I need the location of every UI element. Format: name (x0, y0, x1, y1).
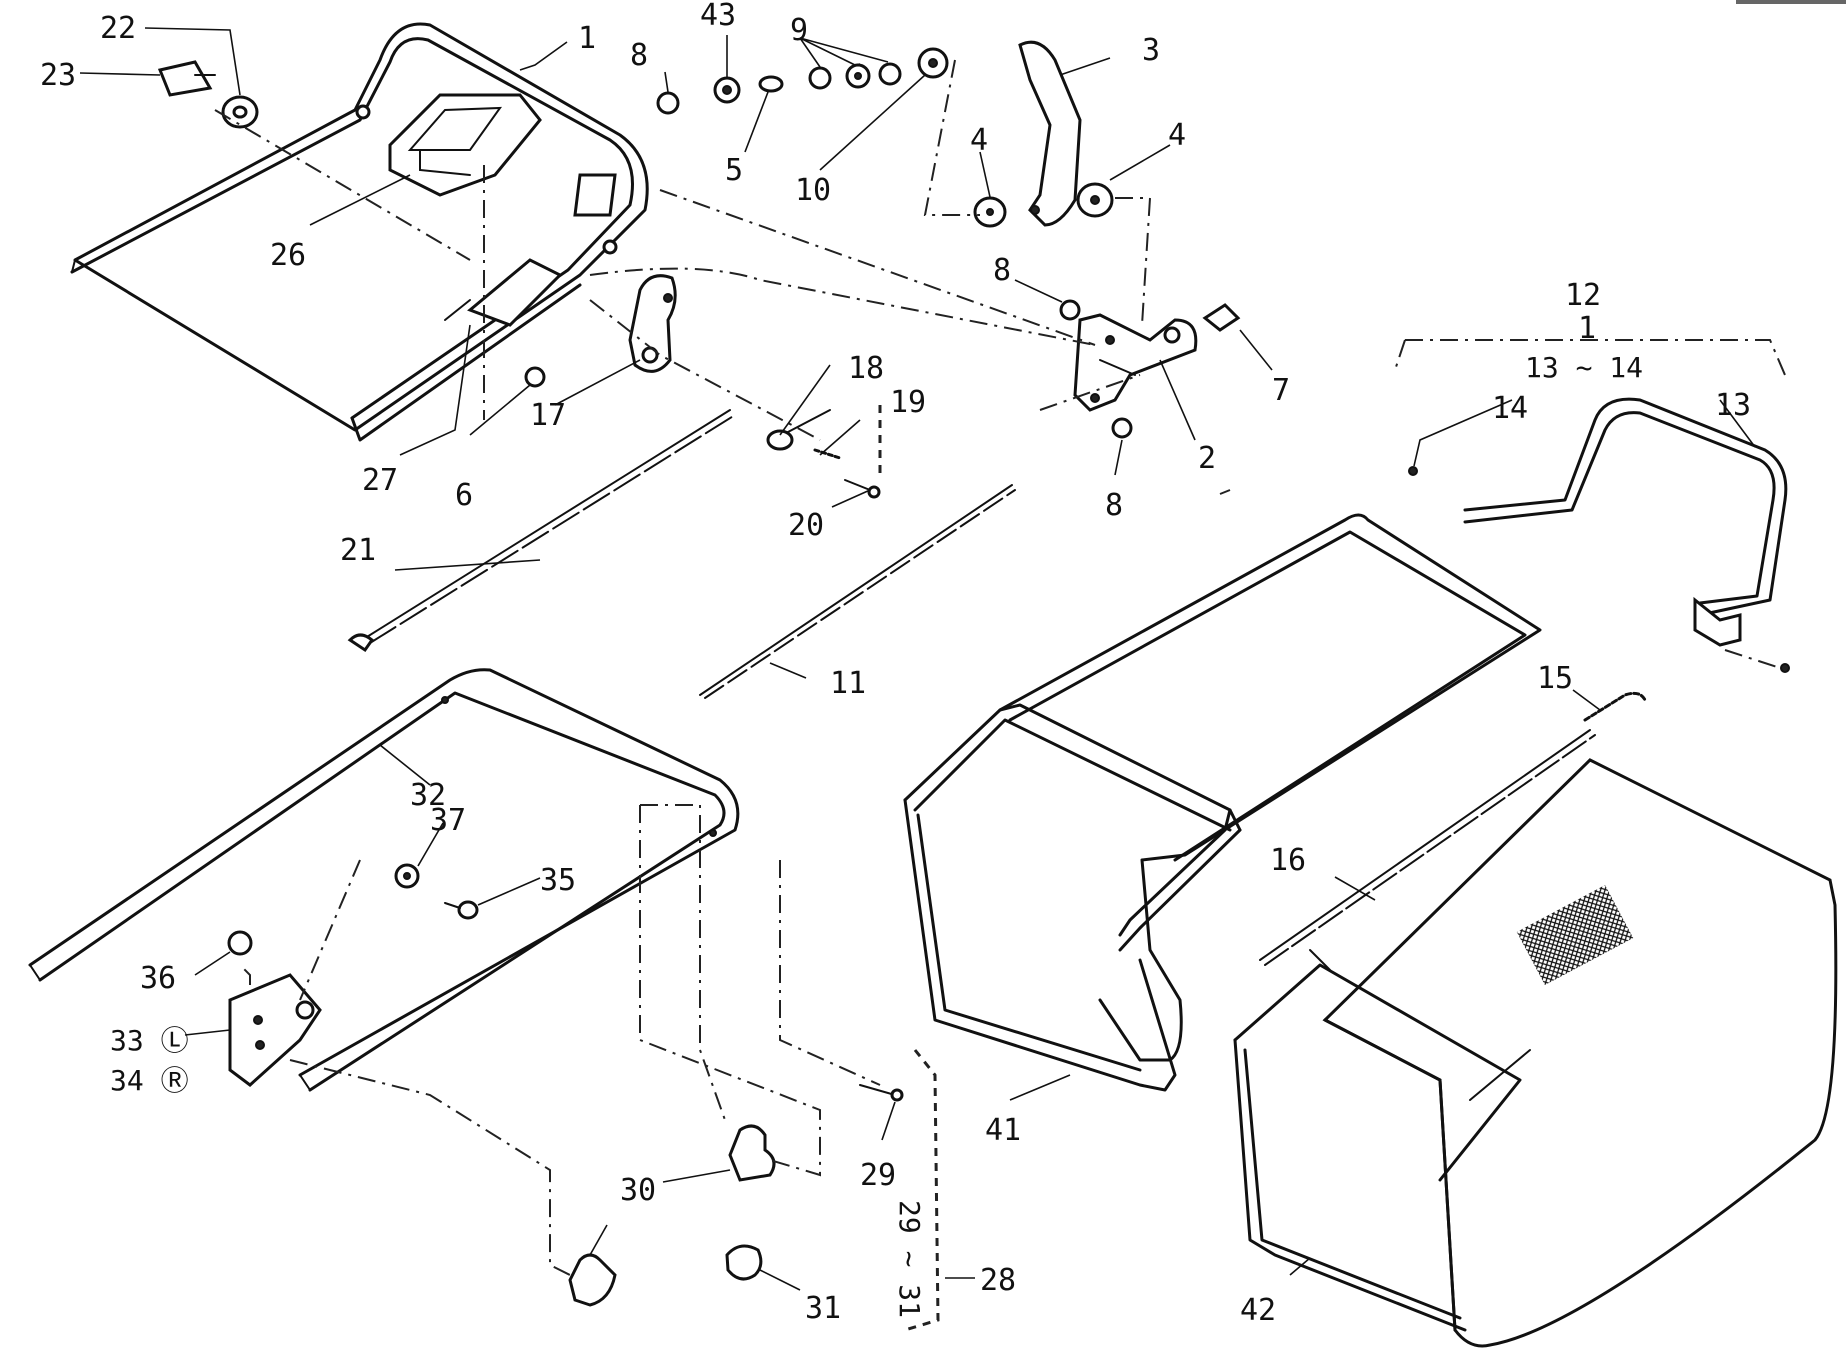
callout-7: 7 (1272, 373, 1290, 408)
callout-9: 9 (790, 13, 808, 48)
callout-10: 10 (795, 173, 831, 208)
bracket-part-2 (1073, 313, 1198, 412)
callout-8-top: 8 (630, 38, 648, 73)
bail-bracket (444, 173, 617, 327)
callout-18: 18 (848, 351, 884, 386)
leader-lines (79, 27, 1756, 1291)
callout-36: 36 (140, 961, 176, 996)
washer-37 (394, 863, 420, 889)
callout-42: 42 (1240, 1293, 1276, 1328)
cable-11 (699, 484, 1016, 699)
bag-handle-13 (1463, 397, 1788, 647)
knob-30-upper (728, 1124, 776, 1182)
callout-22: 22 (100, 11, 136, 46)
callout-33-left: 33 Ⓛ (110, 1024, 189, 1057)
callout-35: 35 (540, 863, 576, 898)
bolt-36 (227, 930, 253, 956)
callout-8-low: 8 (1105, 488, 1123, 523)
side-bracket-33-34 (228, 973, 322, 1087)
washer-4-left (973, 196, 1007, 228)
bag-frame-41 (903, 513, 1542, 1092)
corner-mark (1736, 0, 1846, 4)
callout-23: 23 (40, 58, 76, 93)
knob-31 (725, 1244, 763, 1281)
cable-21 (347, 409, 736, 653)
rod-16 (1259, 729, 1596, 966)
callout-26: 26 (270, 238, 306, 273)
callout-41: 41 (985, 1113, 1021, 1148)
assembly-lines (214, 59, 1786, 1332)
callout-12-range: 13 ~ 14 (1525, 351, 1643, 384)
control-box (388, 93, 542, 197)
callout-17: 17 (530, 398, 566, 433)
upper-handle (70, 22, 649, 442)
callout-27: 27 (362, 463, 398, 498)
pin-18 (766, 409, 831, 451)
hardware-cluster-top (656, 47, 949, 115)
callout-34-right: 34 Ⓡ (110, 1064, 189, 1097)
lower-handle-32 (28, 668, 740, 1092)
callout-30: 30 (620, 1173, 656, 1208)
callout-13: 13 (1715, 388, 1751, 423)
lever-part-17 (628, 274, 677, 373)
callout-12: 12 (1565, 278, 1601, 313)
knob-30-lower (568, 1253, 617, 1307)
grass-bag-42 (1233, 758, 1838, 1348)
callout-16: 16 (1270, 843, 1306, 878)
callout-1: 1 (578, 21, 596, 56)
bolt-35 (444, 900, 479, 920)
callout-2: 2 (1198, 441, 1216, 476)
bolt-23 (157, 60, 216, 97)
pin-20 (844, 479, 881, 499)
callout-5: 5 (725, 153, 743, 188)
bolt-14 (1408, 466, 1790, 673)
callout-28: 28 (980, 1263, 1016, 1298)
callout-19: 19 (890, 385, 926, 420)
callout-11: 11 (830, 666, 866, 701)
callout-6: 6 (455, 478, 473, 513)
nut-8-low (1111, 417, 1133, 439)
callout-32: 32 (410, 778, 446, 813)
bolt-29 (859, 1084, 904, 1102)
callout-12-range-top: 1 (1578, 311, 1596, 346)
callout-37: 37 (430, 803, 466, 838)
callout-29: 29 (860, 1158, 896, 1193)
bolt-6 (524, 366, 546, 388)
callout-31: 31 (805, 1291, 841, 1326)
callout-4-right: 4 (1168, 118, 1186, 153)
washer-22 (221, 95, 259, 129)
spring-15 (1583, 691, 1647, 722)
callout-14: 14 (1492, 391, 1528, 426)
callout-4-left: 4 (970, 123, 988, 158)
nut-8-mid (1059, 299, 1081, 321)
callout-28-range: 29 ~ 31 (893, 1200, 926, 1318)
callout-43: 43 (700, 0, 736, 33)
callout-15: 15 (1537, 661, 1573, 696)
callout-21: 21 (340, 533, 376, 568)
bolt-7 (1202, 303, 1241, 332)
callout-3: 3 (1142, 33, 1160, 68)
callout-labels: 1 2 3 4 4 5 6 7 8 8 8 9 10 11 12 1 13 ~ … (40, 0, 1751, 1328)
spring-19 (813, 448, 842, 460)
callout-20: 20 (788, 508, 824, 543)
callout-8-mid: 8 (993, 253, 1011, 288)
washer-4-right (1076, 182, 1114, 218)
lever-part-3 (1018, 40, 1082, 227)
